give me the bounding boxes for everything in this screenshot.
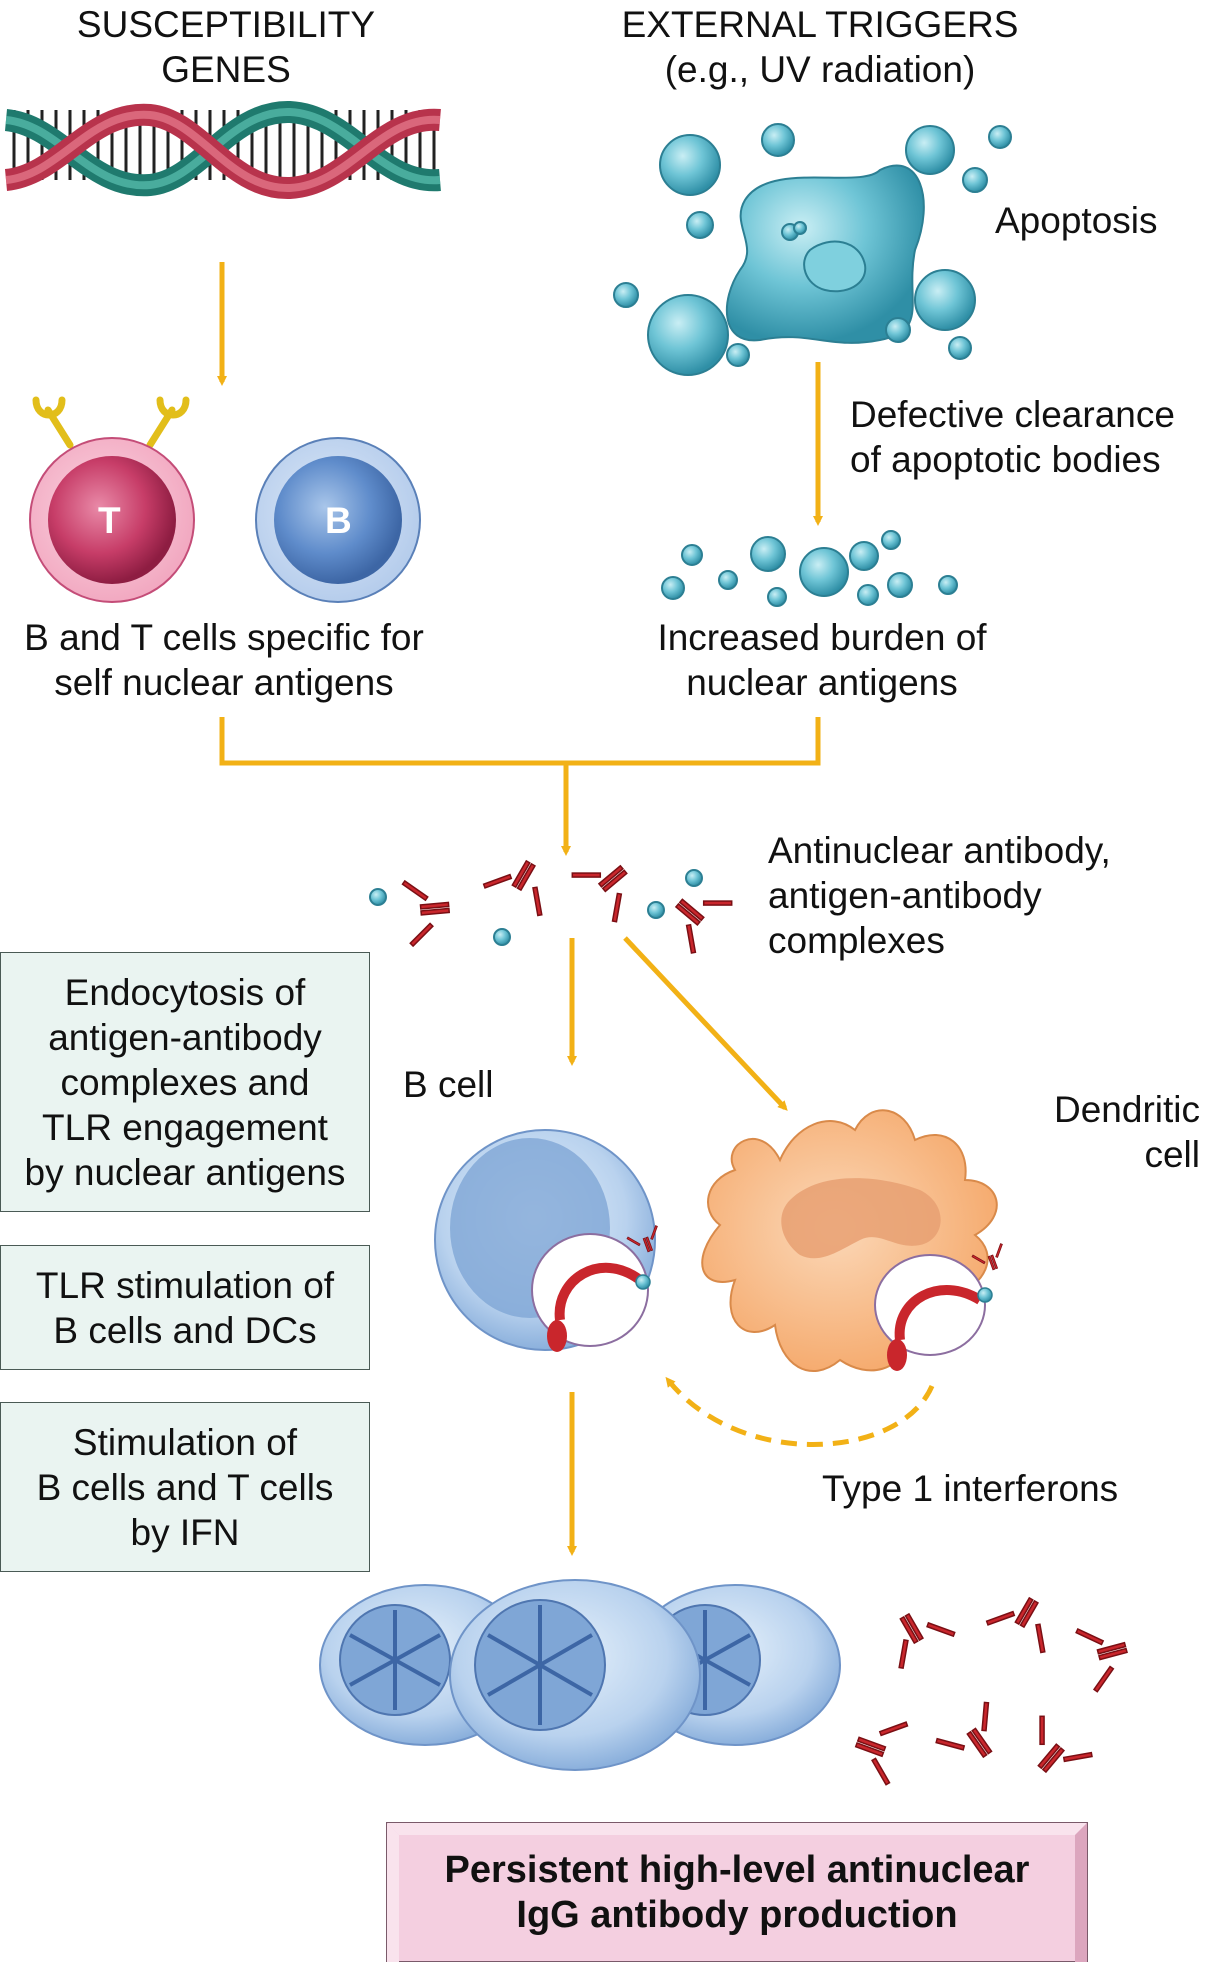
side-box-tlr-stimulation: TLR stimulation of B cells and DCs <box>0 1245 370 1370</box>
increased-burden-label: Increased burden of nuclear antigens <box>657 617 987 703</box>
plasma-cells-icon <box>319 1579 841 1771</box>
t-cell-icon <box>29 396 195 603</box>
side-box-endocytosis: Endocytosis of antigen-antibody complexe… <box>0 952 370 1212</box>
type1-interferons-label: Type 1 interferons <box>822 1468 1119 1509</box>
t-cell-letter: T <box>98 500 121 541</box>
antibody-complexes <box>369 845 737 956</box>
apoptotic-cell-icon <box>613 123 1012 376</box>
defective-clearance-label: Defective clearance of apoptotic bodies <box>850 394 1175 480</box>
result-box <box>386 1822 1088 1962</box>
apoptosis-label: Apoptosis <box>995 200 1158 241</box>
b-cell-large-icon <box>434 1129 665 1352</box>
convergence-connector <box>219 717 821 766</box>
side-box-ifn-stimulation: Stimulation of B cells and T cells by IF… <box>0 1402 370 1572</box>
flow-arrows <box>217 262 823 1556</box>
antinuclear-antibody-label: Antinuclear antibody, antigen-antibody c… <box>768 830 1111 961</box>
b-cell-letter: B <box>325 500 352 541</box>
dendritic-cell-icon <box>701 1109 1010 1372</box>
result-text: Persistent high-level antinuclear IgG an… <box>444 1849 1030 1936</box>
interferon-arrow <box>665 1376 935 1447</box>
bt-cells-label: B and T cells specific for self nuclear … <box>24 617 424 703</box>
susceptibility-genes-title: SUSCEPTIBILITY GENES <box>76 4 376 90</box>
b-cell-label: B cell <box>403 1064 494 1105</box>
dna-helix-icon <box>4 100 446 200</box>
external-triggers-title: EXTERNAL TRIGGERS (e.g., UV radiation) <box>621 4 1019 90</box>
secreted-antibodies <box>846 1584 1136 1790</box>
dendritic-cell-label: Dendritic cell <box>1054 1089 1200 1175</box>
nuclear-antigen-particles <box>661 530 958 607</box>
b-cell-icon <box>255 437 421 603</box>
